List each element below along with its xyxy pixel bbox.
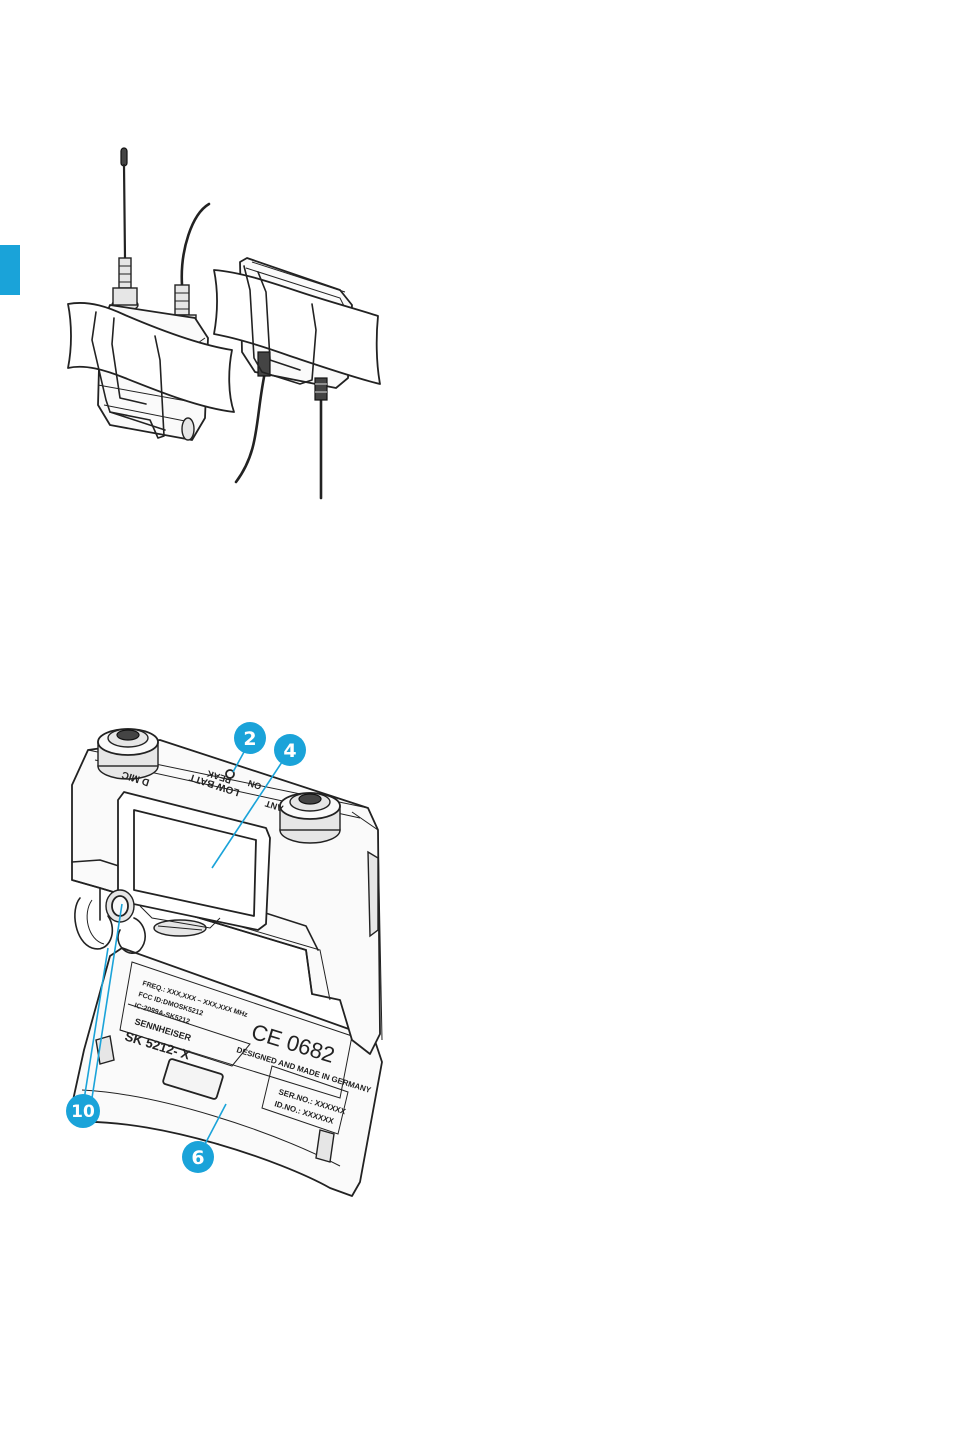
right-cables [236,372,321,498]
belt-clip-illustration [68,148,380,498]
antenna [112,148,138,311]
svg-text:6: 6 [191,1147,204,1169]
callout-2: 2 [234,722,266,754]
callout-4: 4 [274,734,306,766]
transmitter-detail-illustration: D MIC LOW BATT ON PEAK ANT FREQ.: XXX,XX… [66,722,382,1196]
svg-text:4: 4 [283,740,296,762]
svg-text:10: 10 [71,1102,95,1122]
svg-text:2: 2 [243,728,256,750]
callout-6: 6 [182,1141,214,1173]
antenna-socket [280,793,340,843]
callout-10: 10 [66,1094,100,1128]
